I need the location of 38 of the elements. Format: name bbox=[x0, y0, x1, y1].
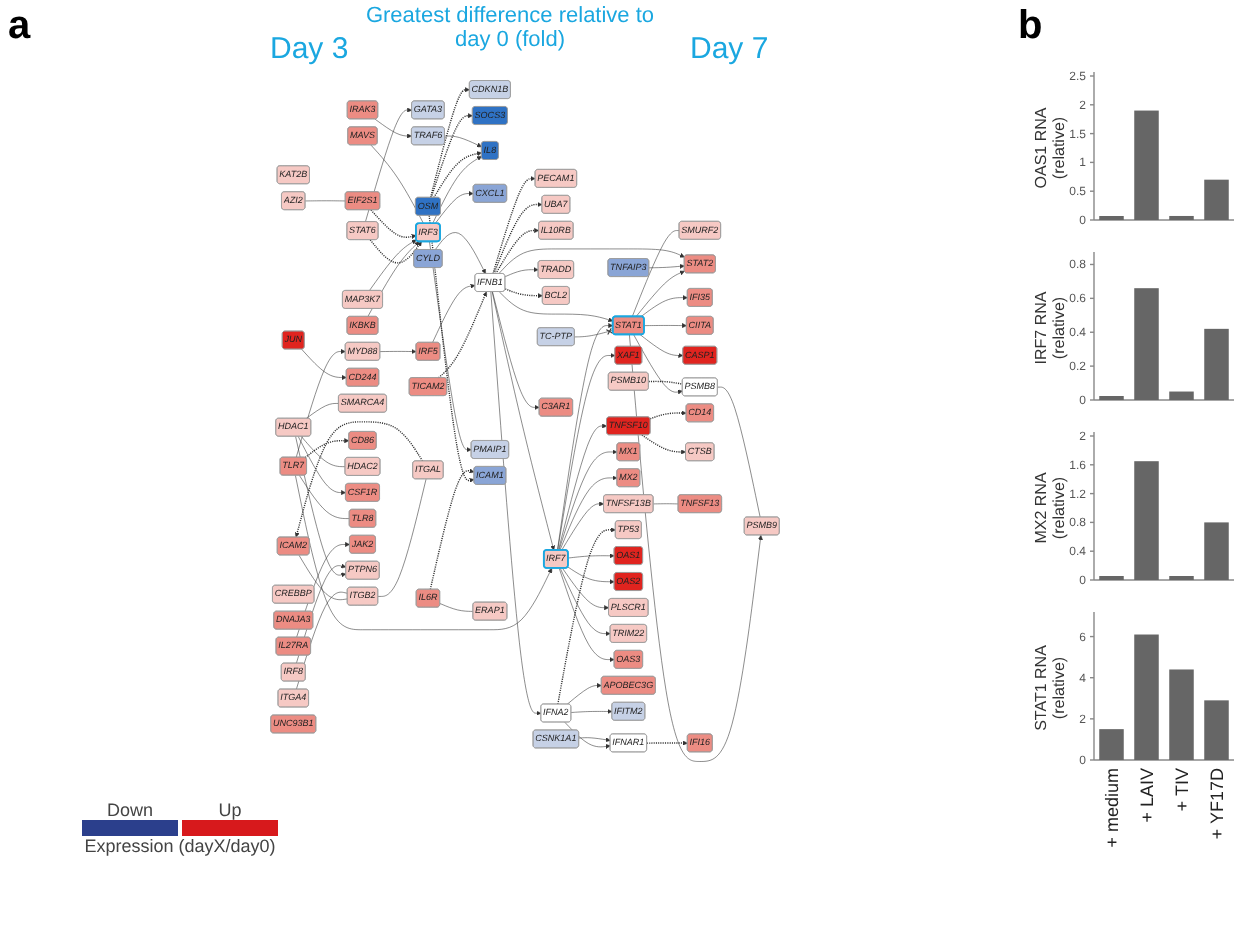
arrow bbox=[492, 176, 536, 275]
axis-title: IRF7 RNA (relative) bbox=[1032, 291, 1068, 365]
category-label: + medium bbox=[1101, 768, 1122, 848]
connector bbox=[299, 475, 350, 519]
connector bbox=[370, 144, 424, 224]
day-label: Day 7 bbox=[690, 32, 769, 66]
axis-title: MX2 RNA (relative) bbox=[1032, 472, 1068, 544]
legend-caption: Expression (dayX/day0) bbox=[82, 836, 278, 856]
arrow bbox=[294, 421, 424, 538]
legend-text: Down bbox=[106, 800, 153, 820]
legend-text: Up bbox=[218, 800, 242, 820]
axis-title: STAT1 RNA (relative) bbox=[1032, 645, 1068, 731]
panel-letter: a bbox=[8, 4, 31, 50]
category-label: + YF17D bbox=[1206, 768, 1227, 840]
arrow bbox=[370, 209, 417, 239]
axis-title: OAS1 RNA (relative) bbox=[1032, 107, 1068, 189]
day-label: Day 3 bbox=[270, 32, 349, 66]
connector bbox=[298, 555, 348, 600]
arrow bbox=[304, 438, 350, 459]
title: Greatest difference relative to day 0 (fold) bbox=[363, 4, 657, 52]
connector bbox=[296, 591, 348, 690]
arrow bbox=[437, 291, 488, 379]
connector bbox=[306, 403, 339, 419]
arrow bbox=[433, 151, 482, 199]
arrow bbox=[646, 740, 688, 746]
connector bbox=[647, 380, 684, 385]
arrow bbox=[429, 87, 470, 199]
arrow bbox=[504, 288, 543, 299]
arrow bbox=[641, 434, 686, 455]
arrow bbox=[369, 239, 422, 264]
connector bbox=[632, 230, 680, 317]
category-label: + LAIV bbox=[1136, 768, 1157, 823]
arrow bbox=[649, 410, 687, 420]
arrow bbox=[429, 468, 475, 591]
arrow bbox=[430, 113, 473, 199]
connector bbox=[301, 436, 346, 467]
category-label: + TIV bbox=[1171, 768, 1192, 812]
panel-letter: b bbox=[1018, 4, 1043, 50]
